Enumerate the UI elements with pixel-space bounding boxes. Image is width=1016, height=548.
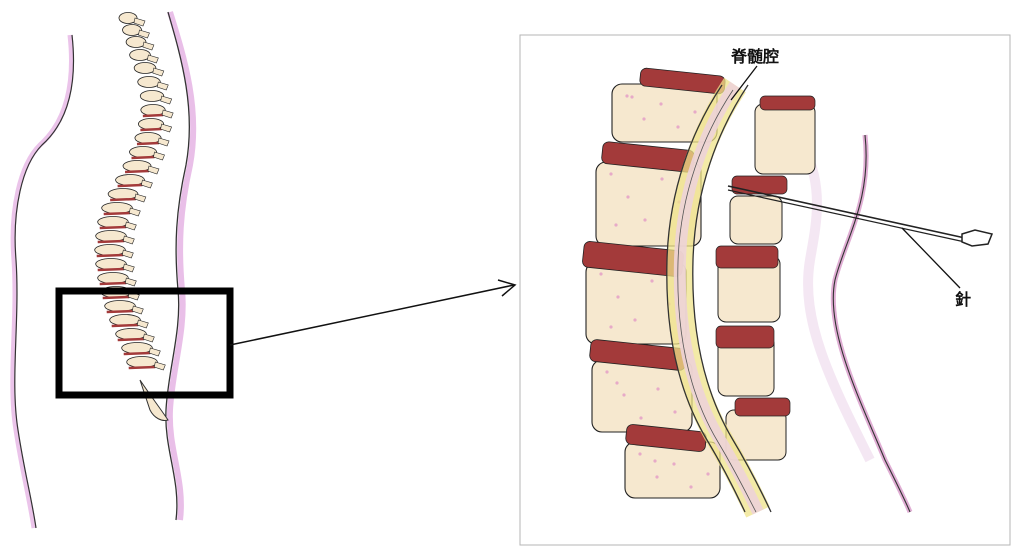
bone-speckle bbox=[655, 475, 658, 478]
bone-speckle bbox=[609, 172, 612, 175]
bone-speckle bbox=[656, 387, 659, 390]
bone-speckle bbox=[689, 485, 692, 488]
vertebra bbox=[138, 77, 161, 88]
bone-speckle bbox=[653, 459, 656, 462]
spinous-process bbox=[154, 362, 165, 370]
spinous-process bbox=[125, 278, 136, 286]
disc bbox=[97, 255, 124, 256]
bone-speckle bbox=[638, 452, 641, 455]
zoom-arrow bbox=[230, 280, 515, 345]
disc bbox=[98, 269, 125, 270]
spinous-process bbox=[125, 222, 136, 230]
spinous-process bbox=[161, 96, 172, 104]
disc bbox=[129, 367, 156, 368]
bone-speckle bbox=[659, 102, 662, 105]
disc bbox=[103, 297, 130, 298]
bone-speckle bbox=[614, 223, 617, 226]
torso-side-view bbox=[13, 12, 193, 528]
spinal-canal-label: 脊髄腔 bbox=[730, 47, 779, 66]
bone-speckle bbox=[672, 462, 675, 465]
bone-speckle bbox=[693, 110, 696, 113]
disc bbox=[143, 115, 163, 116]
spinous-process bbox=[154, 152, 165, 160]
disc bbox=[132, 157, 155, 158]
needle-hub bbox=[962, 230, 992, 246]
disc bbox=[98, 241, 125, 242]
spinous-process bbox=[148, 166, 159, 174]
spinous-process bbox=[123, 264, 134, 272]
vertebra bbox=[134, 63, 156, 74]
spinous-process bbox=[135, 194, 146, 202]
bone-speckle bbox=[639, 416, 642, 419]
bone-speckle bbox=[615, 381, 618, 384]
disc bbox=[104, 213, 131, 214]
spinous-process bbox=[137, 320, 148, 328]
back-outline bbox=[170, 12, 193, 520]
spinous-process bbox=[158, 138, 169, 146]
spinous-process bbox=[141, 180, 152, 188]
spine-column bbox=[95, 13, 173, 371]
spinous-process bbox=[143, 42, 154, 50]
posterior-element bbox=[755, 104, 815, 174]
bone-speckle bbox=[673, 410, 676, 413]
bone-speckle bbox=[643, 218, 646, 221]
spinous-process bbox=[122, 250, 133, 258]
bone-speckle bbox=[706, 472, 709, 475]
spinous-process bbox=[123, 236, 134, 244]
disc bbox=[100, 283, 127, 284]
spinous-process bbox=[162, 110, 173, 118]
disc bbox=[125, 171, 149, 172]
spinous-process bbox=[157, 82, 168, 90]
disc bbox=[137, 143, 159, 144]
bone-speckle bbox=[642, 117, 645, 120]
bone-speckle bbox=[676, 125, 679, 128]
vertebra bbox=[130, 50, 151, 61]
disc bbox=[100, 227, 127, 228]
bone-speckle bbox=[622, 393, 625, 396]
spinous-process bbox=[129, 208, 140, 216]
vertebra bbox=[140, 91, 163, 102]
bone-speckle bbox=[625, 94, 628, 97]
ligament-band bbox=[735, 398, 790, 416]
needle-label: 針 bbox=[955, 290, 971, 309]
ligament-band bbox=[732, 176, 787, 194]
sacrum bbox=[140, 380, 168, 421]
bone-speckle bbox=[605, 370, 608, 373]
disc bbox=[140, 129, 161, 130]
bone-speckle bbox=[609, 325, 612, 328]
ligament-band bbox=[716, 326, 774, 348]
disc bbox=[118, 185, 143, 186]
disc bbox=[118, 339, 145, 340]
spinous-process bbox=[132, 306, 143, 314]
bone-speckle bbox=[626, 195, 629, 198]
spinous-process bbox=[161, 124, 172, 132]
spinous-process bbox=[143, 334, 154, 342]
ligament-band bbox=[716, 246, 778, 268]
disc bbox=[124, 353, 151, 354]
disc bbox=[110, 199, 136, 200]
spinous-process bbox=[149, 348, 160, 356]
bone-speckle bbox=[599, 272, 602, 275]
bone-speckle bbox=[616, 295, 619, 298]
spinous-process bbox=[147, 55, 158, 63]
spinous-process bbox=[153, 68, 164, 76]
bone-speckle bbox=[660, 177, 663, 180]
bone-speckle bbox=[650, 279, 653, 282]
vertebral-body bbox=[625, 442, 720, 498]
posterior-element bbox=[730, 196, 782, 244]
bone-speckle bbox=[633, 318, 636, 321]
ligament-band bbox=[760, 96, 815, 110]
disc bbox=[112, 325, 139, 326]
bone-speckle bbox=[630, 95, 633, 98]
disc bbox=[107, 311, 134, 312]
